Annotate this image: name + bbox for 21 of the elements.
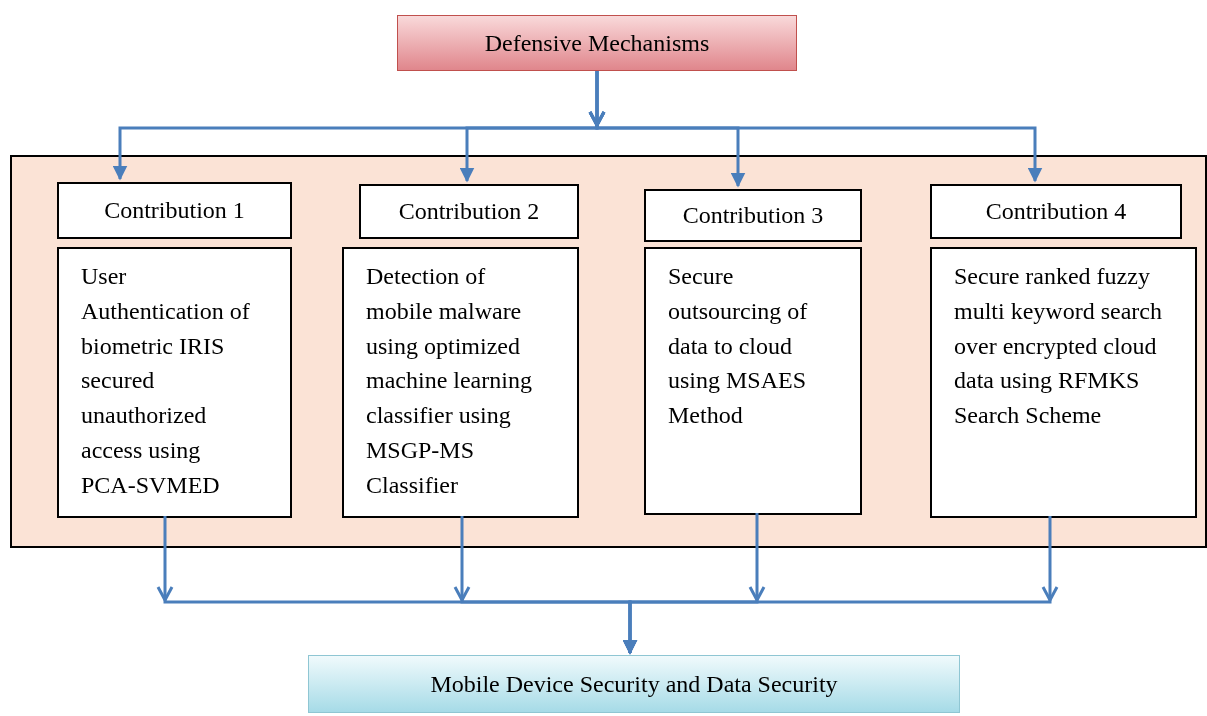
- process-box: [397, 15, 797, 71]
- description-box: [644, 247, 862, 515]
- description-text: Detection of mobile malware using optimized machine learning classifier using MSGP-MS Classifier: [366, 263, 532, 498]
- box-label: Contribution 2: [398, 197, 540, 227]
- group-panel: [10, 155, 1207, 548]
- heading-box: [57, 182, 292, 239]
- description-box: [342, 247, 579, 518]
- description-box: [930, 247, 1197, 518]
- heading-box: [930, 184, 1182, 239]
- box-label: Mobile Device Security and Data Security: [430, 669, 838, 699]
- description-text: Secure ranked fuzzy multi keyword search over encrypted cloud data using RFMKS Search Scheme: [954, 263, 1162, 429]
- box-label: Defensive Mechanisms: [484, 28, 710, 58]
- description-box: [57, 247, 292, 518]
- description-text: User Authentication of biometric IRIS secured unauthorized access using PCA-SVMED: [81, 263, 250, 498]
- box-label: Contribution 3: [682, 201, 824, 231]
- heading-box: [359, 184, 579, 239]
- box-label: Contribution 1: [104, 196, 245, 226]
- heading-box: [644, 189, 862, 242]
- process-box: [308, 655, 960, 713]
- box-label: Contribution 4: [985, 197, 1127, 227]
- description-text: Secure outsourcing of data to cloud using MSAES Method: [668, 263, 808, 429]
